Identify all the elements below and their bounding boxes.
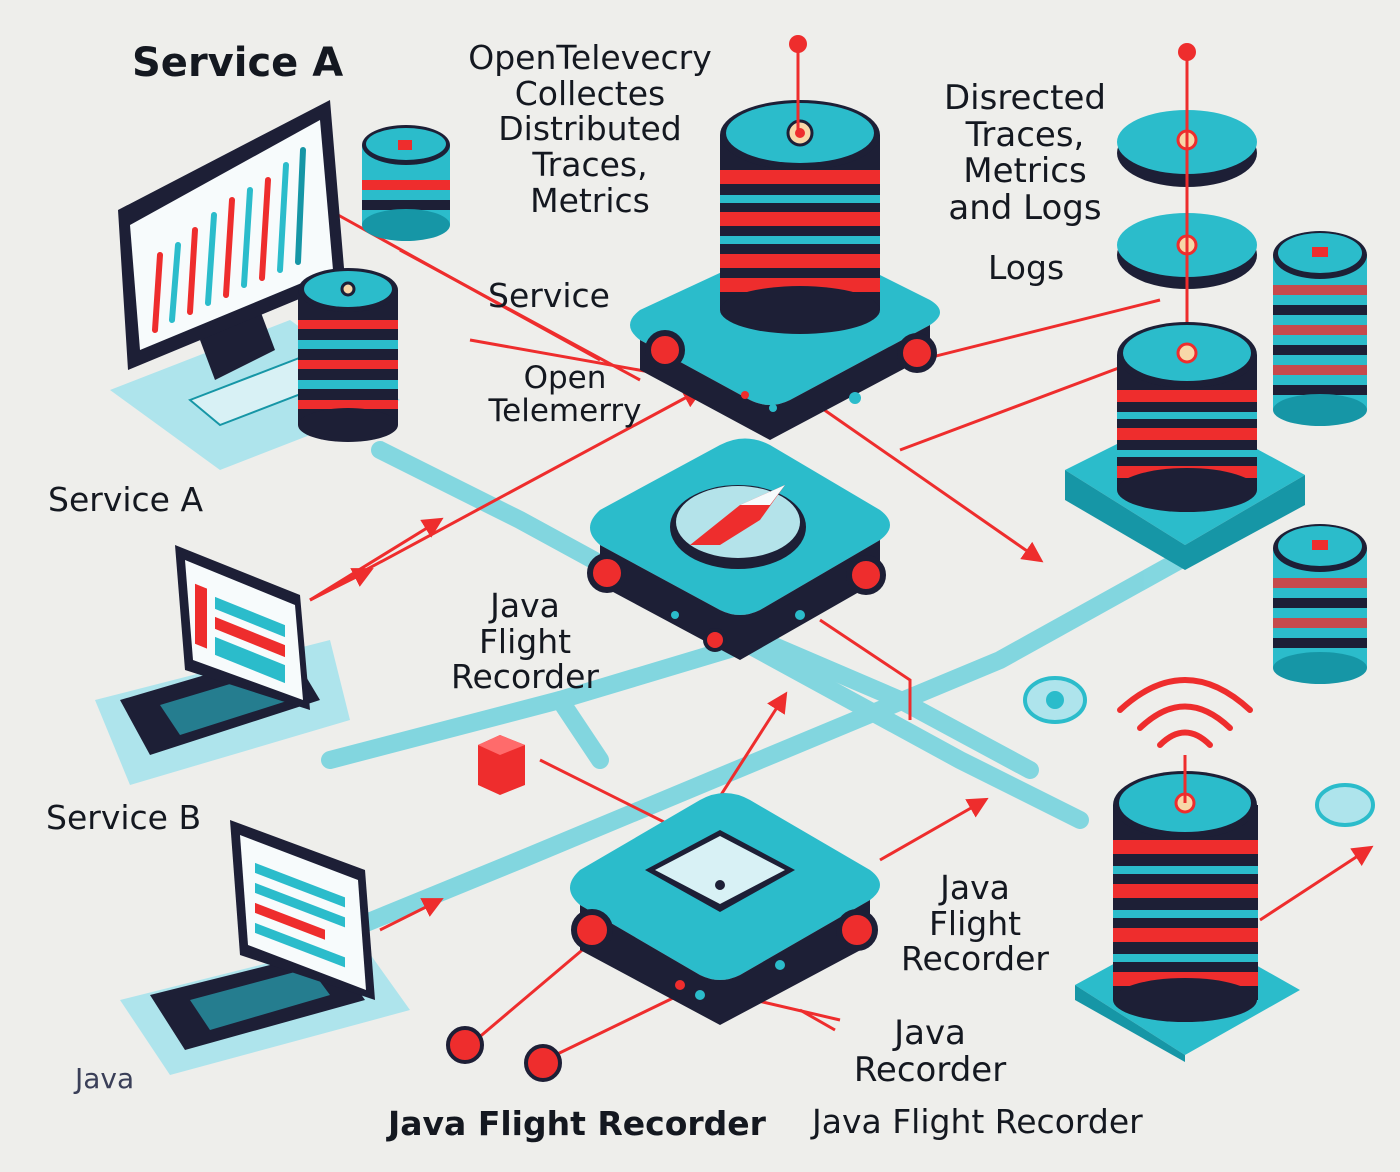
- router-hub-icon: [587, 438, 890, 660]
- label-service-b: Service B: [46, 798, 202, 837]
- arrow-icon: [1259, 845, 1374, 922]
- arrow-icon: [309, 388, 704, 602]
- arrow-icon: [379, 898, 444, 932]
- database-icon: [1075, 755, 1300, 1062]
- laptop-icon: [95, 545, 350, 785]
- database-icon: [1273, 524, 1367, 684]
- antenna-icon: [1178, 43, 1196, 350]
- label-jfr-bottom-right: Java Flight Recorder: [812, 1102, 1143, 1141]
- label-jfr-bottom-left: Java Flight Recorder: [388, 1104, 766, 1143]
- node-dot-icon: [446, 1026, 562, 1082]
- label-service-a-left: Service A: [48, 480, 204, 519]
- database-icon: [1065, 322, 1305, 570]
- label-logs: Logs: [988, 248, 1065, 287]
- laptop-icon: [120, 820, 410, 1075]
- label-service-a-top: Service A: [132, 40, 344, 86]
- label-disrected: Disrected Traces, Metrics and Logs: [943, 78, 1106, 229]
- arrow-icon: [809, 398, 1044, 563]
- router-hub-icon: [570, 793, 880, 1025]
- arrow-icon: [309, 517, 444, 602]
- decorative-cube: [478, 735, 525, 795]
- label-java-recorder: Java Recorder: [853, 1013, 1007, 1090]
- label-otel-collects: OpenTelevecry Collectes Distributed Trac…: [468, 38, 712, 220]
- antenna-icon: [789, 35, 807, 132]
- database-icon: [1273, 231, 1367, 426]
- wifi-signal-icon: [1117, 677, 1253, 748]
- database-icon: [298, 268, 398, 442]
- label-open-telemerry: Open Telemerry: [488, 360, 642, 430]
- arrow-icon: [879, 797, 989, 862]
- label-jfr-center: Java Flight Recorder: [451, 586, 599, 697]
- label-service-mid: Service: [488, 276, 610, 315]
- database-icon: [362, 125, 450, 241]
- decorative-ring-icon: [1023, 676, 1375, 827]
- label-jfr-right: Java Flight Recorder: [901, 868, 1049, 979]
- database-icon: [720, 100, 880, 334]
- label-java-bottom-left: Java: [75, 1062, 135, 1095]
